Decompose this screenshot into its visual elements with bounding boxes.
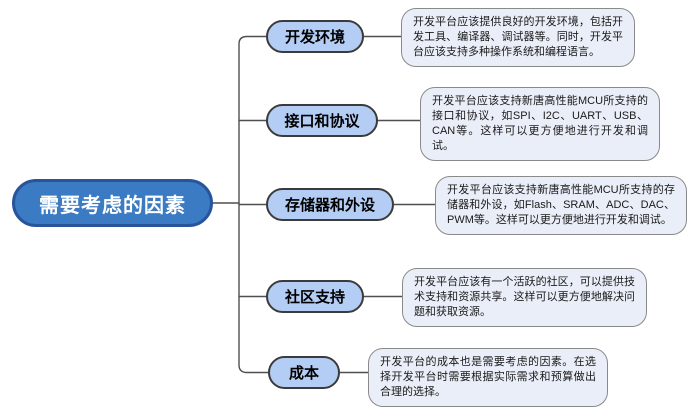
root-node[interactable]: 需要考虑的因素	[12, 179, 213, 227]
branch-node-memory-peripherals[interactable]: 存储器和外设	[266, 188, 394, 221]
detail-box-dev-environment[interactable]: 开发平台应该提供良好的开发环境，包括开发工具、编译器、调试器等。同时，开发平台应…	[401, 8, 635, 67]
branch-node-dev-environment[interactable]: 开发环境	[266, 20, 364, 53]
detail-box-memory-peripherals[interactable]: 开发平台应该支持新唐高性能MCU所支持的存储器和外设，如Flash、SRAM、A…	[435, 176, 687, 235]
detail-box-interfaces-protocols[interactable]: 开发平台应该支持新唐高性能MCU所支持的接口和协议，如SPI、I2C、UART、…	[420, 87, 660, 161]
branch-node-interfaces-protocols[interactable]: 接口和协议	[266, 104, 378, 137]
branch-node-label: 存储器和外设	[284, 197, 375, 214]
connector-trunk	[238, 35, 269, 374]
branch-node-community-support[interactable]: 社区支持	[266, 280, 364, 313]
branch-node-label: 开发环境	[284, 29, 345, 46]
detail-box-cost[interactable]: 开发平台的成本也是需要考虑的因素。在选择开发平台时需要根据实际需求和预算做出合理…	[368, 348, 608, 407]
branch-node-label: 社区支持	[284, 289, 345, 306]
root-node-label: 需要考虑的因素	[39, 194, 186, 217]
branch-node-cost[interactable]: 成本	[268, 356, 340, 389]
branch-node-label: 接口和协议	[284, 113, 360, 130]
detail-box-community-support[interactable]: 开发平台应该有一个活跃的社区，可以提供技术支持和资源共享。这样可以更方便地解决问…	[402, 268, 647, 327]
branch-node-label: 成本	[288, 365, 319, 382]
